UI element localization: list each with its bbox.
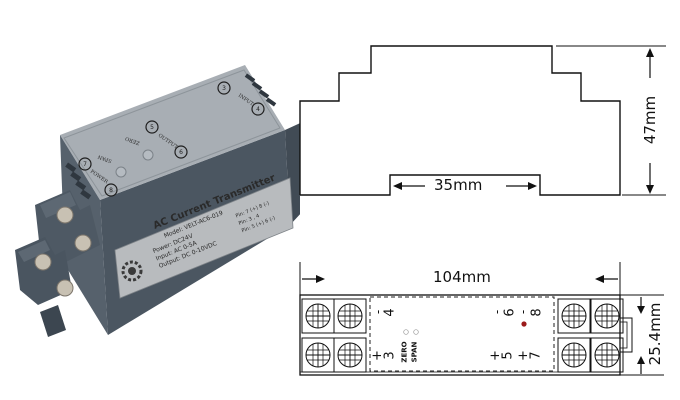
side-profile-drawing: 35mm 47mm: [299, 45, 666, 196]
rail-width-dim-label: 35mm: [434, 176, 483, 194]
top-terminal-7: 7: [83, 161, 87, 168]
width-dim-label: 25.4mm: [646, 302, 664, 366]
height-dim-label: 47mm: [641, 95, 659, 145]
terminal-5-number: 5: [500, 351, 516, 360]
top-terminal-5: 5: [150, 124, 154, 131]
span-pot-icon: [413, 329, 419, 335]
terminal-screw-icons: [301, 298, 624, 373]
span-pot-hole: [115, 166, 127, 178]
zero-adjust-label: ZERO: [400, 341, 409, 363]
terminal-8-number: 8: [529, 308, 545, 317]
brand-gear-icon: [121, 260, 143, 282]
top-terminal-markers: [78, 81, 265, 197]
side-profile-outline: [299, 45, 621, 196]
top-terminal-3: 3: [222, 85, 226, 92]
top-view-drawing: 104mm 25.4mm - 4 - 6 - 8 + 3 + 5 + 7 ZER…: [0, 250, 680, 400]
top-terminal-8: 8: [109, 187, 113, 194]
product-photo: AC Current Transmitter Model: VELT-AC6-0…: [0, 0, 300, 400]
terminal-screws: [34, 206, 92, 297]
top-terminal-4: 4: [256, 106, 260, 113]
terminal-7-number: 7: [528, 351, 544, 360]
top-terminal-6: 6: [179, 149, 183, 156]
zero-pot-icon: [403, 329, 409, 335]
terminal-8-sign: -: [516, 309, 531, 315]
top-label-zero: ZERO: [125, 135, 141, 146]
length-dim-label: 104mm: [433, 268, 491, 286]
zero-pot-hole: [142, 149, 154, 161]
span-adjust-label: SPAN: [410, 341, 419, 363]
top-label-span: SPAN: [97, 153, 113, 164]
power-led-icon: [521, 321, 527, 327]
terminal-3-number: 3: [382, 351, 398, 360]
transmitter-illustration: AC Current Transmitter Model: VELT-AC6-0…: [15, 65, 300, 337]
terminal-4-number: 4: [382, 308, 398, 317]
